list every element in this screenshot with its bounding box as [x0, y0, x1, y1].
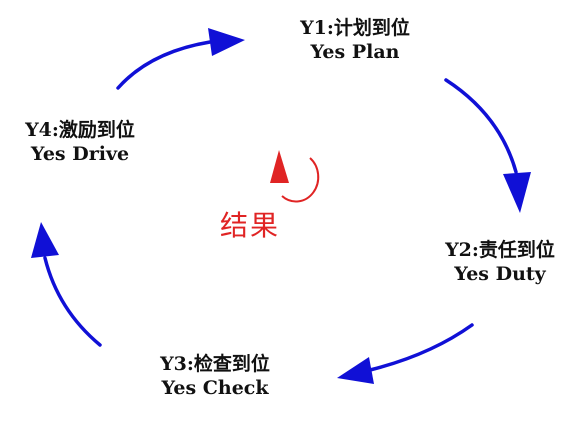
- arrow-y4-to-y1-arc: [116, 40, 212, 90]
- node-y4-drive: Y4:激励到位 Yes Drive: [0, 118, 160, 166]
- node-y4-english-label: Yes Drive: [30, 143, 130, 165]
- node-y2-english-label: Yes Duty: [454, 263, 546, 285]
- arrow-y2-to-y3-arrowhead-icon: [337, 357, 374, 384]
- node-y3-check: Y3:检查到位 Yes Check: [125, 352, 305, 400]
- node-y3-english-label: Yes Check: [161, 377, 269, 399]
- node-y3-chinese-label: Y3:检查到位: [160, 353, 270, 375]
- arrow-y1-to-y2-arrowhead-icon: [503, 172, 531, 213]
- arrow-y1-to-y2-arc: [444, 78, 518, 174]
- node-y2-duty: Y2:责任到位 Yes Duty: [410, 238, 580, 286]
- arrow-y3-to-y4-arrowhead-icon: [31, 222, 59, 258]
- arrow-y4-to-y1-arrowhead-icon: [208, 28, 245, 56]
- node-y1-english-label: Yes Plan: [310, 41, 400, 63]
- arrow-y3-to-y4-arc: [43, 256, 102, 347]
- result-loop-arrowhead-icon: [270, 150, 289, 183]
- node-y2-chinese-label: Y2:责任到位: [445, 239, 555, 261]
- arrow-y2-to-y3-arc: [368, 323, 474, 372]
- node-y1-plan: Y1:计划到位 Yes Plan: [265, 16, 445, 64]
- result-loop-arc: [281, 157, 320, 203]
- node-y4-chinese-label: Y4:激励到位: [25, 119, 135, 141]
- node-y1-chinese-label: Y1:计划到位: [300, 17, 410, 39]
- center-result-label: 结果: [219, 209, 280, 242]
